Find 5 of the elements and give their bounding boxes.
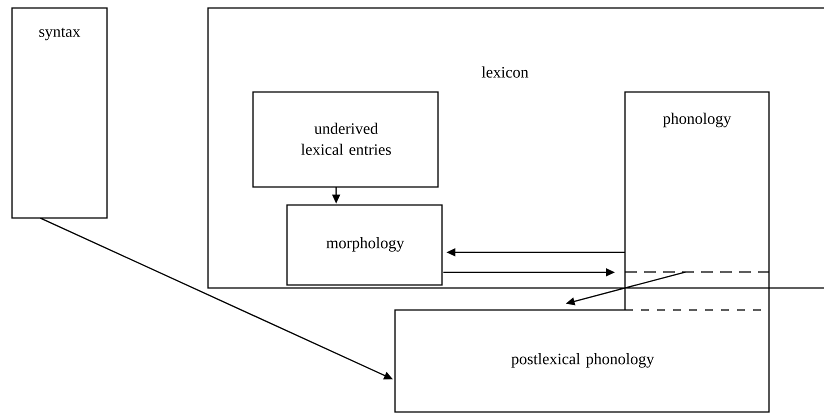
syntax-box: syntax xyxy=(11,7,108,219)
process-box: underived lexical entries xyxy=(252,91,439,188)
process-box: morphology xyxy=(286,204,443,286)
phonology-box: phonology xyxy=(624,91,770,310)
process-box: postlexical phonology xyxy=(394,309,770,413)
